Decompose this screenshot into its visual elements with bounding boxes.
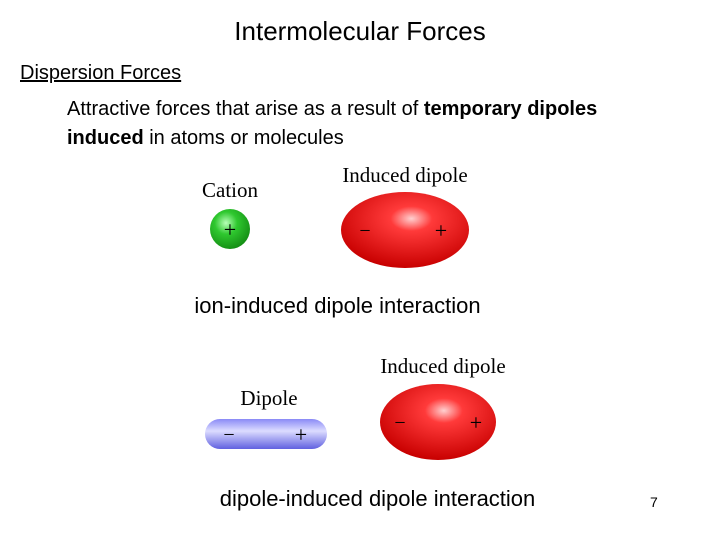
induced-dipole-ellipse	[341, 192, 469, 268]
page-number: 7	[650, 494, 658, 510]
slide-title: Intermolecular Forces	[234, 16, 486, 46]
dipole-induced-dipole-figure: Dipole − + Induced dipole − +	[205, 354, 506, 460]
dipole-label: Dipole	[240, 386, 297, 410]
induced-dipole-ellipse-2	[380, 384, 496, 460]
dipole-capsule	[205, 419, 327, 449]
dipole-plus-sign: +	[295, 422, 307, 447]
induced-dipole-plus-sign: +	[435, 218, 447, 243]
section-heading: Dispersion Forces	[20, 62, 182, 84]
ion-induced-dipole-figure: Cation + Induced dipole − +	[202, 163, 469, 268]
induced-dipole-label: Induced dipole	[342, 163, 467, 187]
induced-dipole-minus-sign-2: −	[394, 412, 405, 434]
definition-text-part1: Attractive forces that arise as a result…	[67, 98, 424, 120]
figure1-caption: ion-induced dipole interaction	[194, 293, 481, 318]
cation-sphere	[210, 209, 250, 249]
definition-text: Attractive forces that arise as a result…	[67, 95, 647, 153]
induced-dipole-plus-sign-2: +	[470, 410, 482, 435]
cation-plus-sign: +	[224, 217, 236, 242]
definition-text-part2: in atoms or molecules	[143, 127, 344, 149]
dipole-minus-sign: −	[223, 424, 234, 446]
figure2-caption: dipole-induced dipole interaction	[219, 486, 536, 511]
definition-text-bold: temporary dipoles induced	[67, 98, 598, 149]
induced-dipole-label-2: Induced dipole	[380, 354, 505, 378]
cation-label: Cation	[202, 178, 258, 202]
induced-dipole-minus-sign: −	[359, 220, 370, 242]
